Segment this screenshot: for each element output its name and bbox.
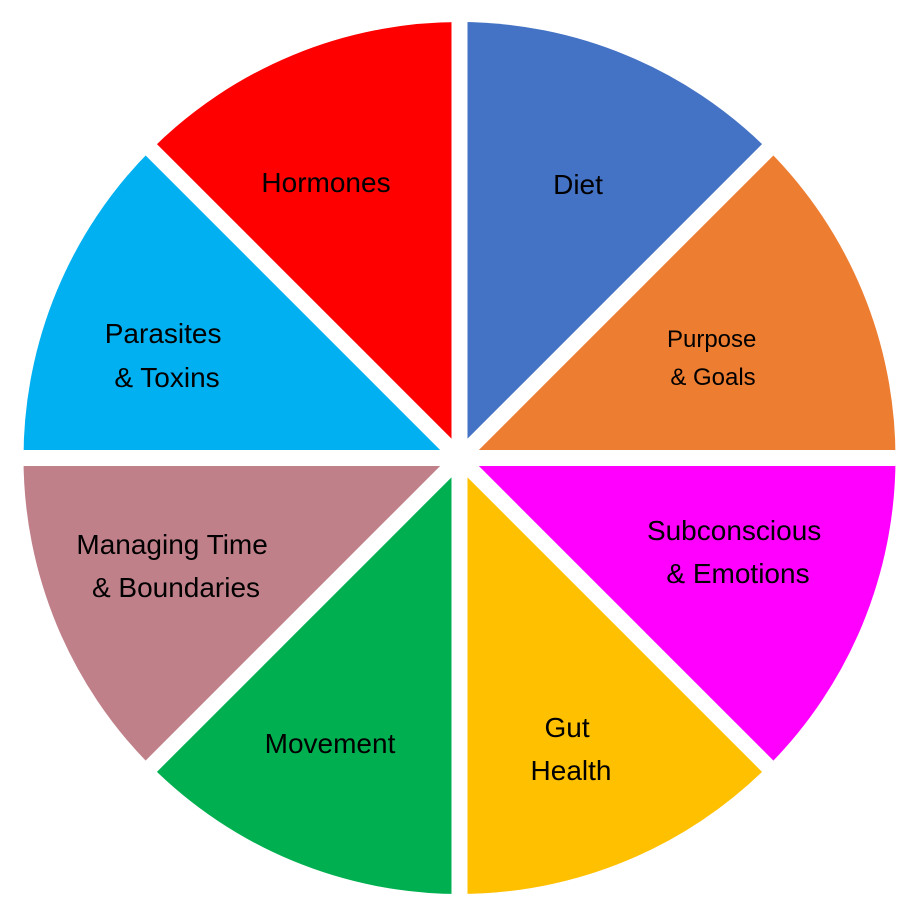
label-parasites-toxins: Parasites & Toxins	[105, 318, 230, 393]
slice-managing-time-boundaries	[23, 458, 460, 767]
slice-movement	[151, 458, 460, 894]
slice-parasites-toxins	[23, 149, 460, 458]
slice-diet	[459, 22, 768, 458]
label-managing-time-boundaries: Managing Time & Boundaries	[76, 529, 275, 603]
label-diet: Diet	[553, 169, 603, 200]
label-gut-health: Gut Health	[531, 712, 612, 786]
slice-subconscious-emotions	[459, 458, 896, 767]
label-purpose-goals: Purpose & Goals	[667, 326, 763, 391]
label-subconscious-emotions: Subconscious & Emotions	[647, 515, 829, 589]
label-hormones: Hormones	[261, 167, 390, 198]
label-movement: Movement	[265, 728, 396, 759]
slice-divider	[142, 140, 777, 776]
slice-gut-health	[459, 458, 768, 894]
slice-hormones	[151, 22, 460, 458]
slice-purpose-goals	[459, 149, 896, 458]
